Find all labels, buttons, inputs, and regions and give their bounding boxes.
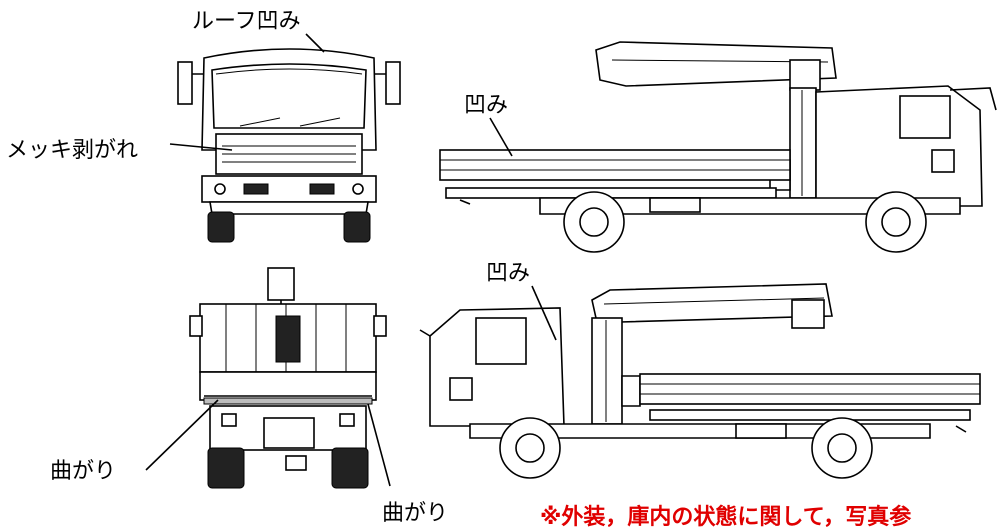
leader-dent-side-top [489,117,513,157]
truck-rear-view [189,267,387,489]
label-roof-dent: ルーフ凹み [192,9,301,34]
leader-bend-left [145,399,219,471]
truck-side-view-left [419,283,981,479]
leader-dent-side-bottom [531,285,557,341]
label-dent-side-top: 凹み [464,93,508,118]
label-bend-left: 曲がり [50,459,116,484]
leader-plating-peeling [169,143,233,151]
label-plating-peeling: メッキ剥がれ [6,138,138,163]
notice-text: ※外装，庫内の状態に関して，写真参 [540,504,911,527]
label-bend-right: 曲がり [382,501,448,526]
truck-front-view [177,48,401,243]
leader-roof-dent [305,33,325,53]
leader-bend-right [367,403,391,487]
truck-side-view-right [439,41,997,253]
label-dent-side-bottom: 凹み [486,261,530,286]
leader-lines [145,33,557,487]
